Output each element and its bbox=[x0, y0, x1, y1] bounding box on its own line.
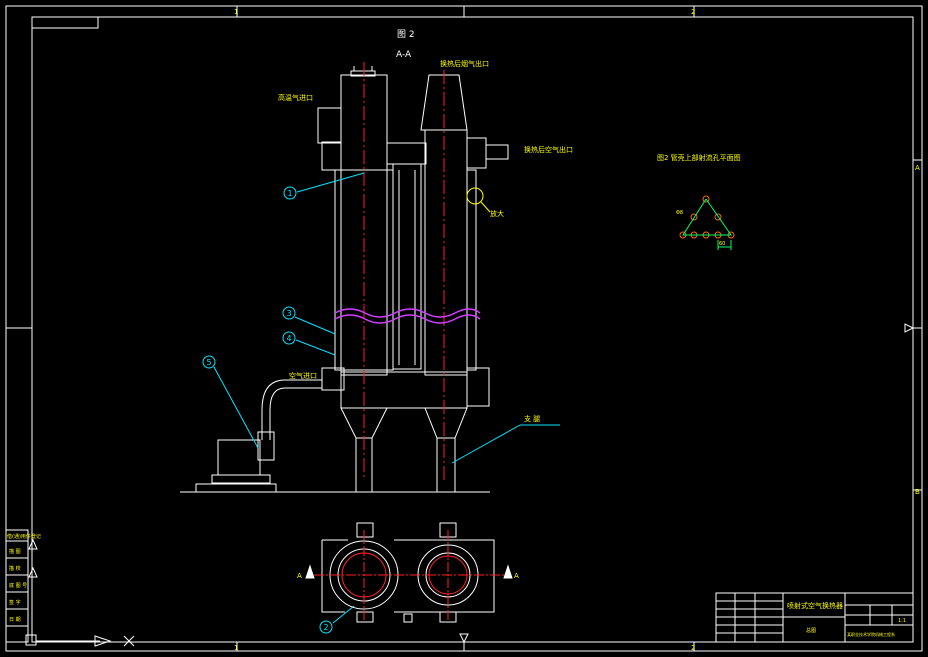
title-block-text: 喷射式空气换热器 总图 1:1 某职业技术学院机械工程系 bbox=[787, 601, 906, 637]
callout-num-3: 3 bbox=[286, 309, 291, 318]
middle-duct bbox=[392, 163, 422, 370]
callout-numbers: 1 2 3 4 5 bbox=[206, 189, 328, 632]
inner-border bbox=[31, 16, 914, 643]
top-left-code-box bbox=[31, 16, 99, 29]
view-headings: 图 2 A-A bbox=[396, 29, 415, 60]
reg-label-1: 描 图 bbox=[9, 548, 21, 555]
plan-dim-1: Φ8 bbox=[676, 210, 683, 216]
callout-3 bbox=[282, 306, 296, 320]
right-column-shell bbox=[424, 129, 468, 376]
plan-view bbox=[321, 522, 495, 623]
hot-gas-outlet-label: 换热后烟气出口 bbox=[440, 59, 489, 68]
callout-4 bbox=[282, 331, 296, 345]
figure-label: 图 2 bbox=[397, 29, 415, 40]
section-marks: A A bbox=[297, 572, 519, 580]
callout-1 bbox=[283, 186, 297, 200]
reg-label-3: 底 图 号 bbox=[9, 582, 27, 589]
center-lines bbox=[363, 62, 445, 480]
right-hopper bbox=[424, 407, 468, 439]
air-outlet-label: 换热后空气出口 bbox=[524, 145, 573, 154]
zone-top-1: 1 bbox=[234, 8, 238, 16]
zone-top-2: 2 bbox=[691, 8, 695, 16]
drawing-name: 喷射式空气换热器 bbox=[787, 601, 843, 610]
zone-bottom-1: 1 bbox=[234, 644, 238, 652]
annotations: 高温气进口 换热后烟气出口 换热后空气出口 空气进口 支 腿 放大 bbox=[278, 59, 573, 423]
callout-circles bbox=[202, 186, 333, 634]
zone-right-a: A bbox=[915, 164, 920, 172]
section-mark-left: A bbox=[297, 572, 302, 580]
motor-body bbox=[217, 439, 261, 476]
drawing-scale: 1:1 bbox=[898, 618, 906, 624]
title-block bbox=[715, 592, 914, 643]
zone-bottom-2: 2 bbox=[691, 644, 695, 652]
left-symbols bbox=[25, 538, 135, 647]
hot-gas-inlet-label: 高温气进口 bbox=[278, 93, 313, 102]
callout-5 bbox=[202, 355, 216, 369]
reg-label-0: 借(通)用件登记 bbox=[7, 533, 41, 540]
plan-title: 图2 管壳上部射流孔平面图 bbox=[657, 153, 741, 162]
callout-num-5: 5 bbox=[206, 358, 211, 367]
support-label: 支 腿 bbox=[524, 414, 540, 423]
leader-lines bbox=[213, 172, 560, 624]
main-elevation bbox=[180, 66, 509, 493]
jet-hole-dims bbox=[682, 198, 732, 250]
air-inlet-label: 空气进口 bbox=[289, 371, 317, 380]
left-registration-labels: 借(通)用件登记 描 图 描 校 底 图 号 签 字 日 期 bbox=[7, 533, 41, 623]
sheet-frame bbox=[5, 5, 923, 652]
zone-right-b: B bbox=[915, 488, 920, 496]
callout-num-4: 4 bbox=[286, 334, 291, 343]
reg-label-2: 描 校 bbox=[9, 565, 21, 572]
callout-num-1: 1 bbox=[287, 189, 292, 198]
plan-center-line bbox=[314, 530, 506, 620]
drawing-material: 总图 bbox=[806, 627, 816, 634]
section-label: A-A bbox=[396, 50, 412, 60]
zone-labels: 1 2 1 2 A B bbox=[234, 8, 920, 652]
jet-hole-pattern bbox=[679, 195, 735, 239]
right-leg bbox=[436, 437, 456, 493]
hot-gas-inlet-nozzle bbox=[317, 107, 342, 144]
blower-base bbox=[195, 483, 277, 493]
reg-label-4: 签 字 bbox=[9, 599, 21, 606]
air-inlet-box bbox=[321, 367, 345, 391]
detail-mark bbox=[466, 187, 491, 213]
upper-bridge bbox=[386, 142, 427, 165]
reg-label-5: 日 期 bbox=[9, 617, 21, 623]
air-outlet-nozzle bbox=[485, 144, 509, 160]
lower-manifold bbox=[340, 371, 468, 409]
section-arrows bbox=[305, 564, 513, 579]
callout-2 bbox=[319, 620, 333, 634]
break-wave bbox=[334, 308, 481, 324]
left-registration-column bbox=[5, 529, 29, 643]
detail-label: 放大 bbox=[490, 209, 504, 218]
jet-dim-labels: Φ8 60 bbox=[676, 210, 725, 247]
outer-border bbox=[5, 5, 923, 652]
plan-dim-2: 60 bbox=[719, 241, 725, 247]
school-name: 某职业技术学院机械工程系 bbox=[847, 631, 895, 637]
callout-num-2: 2 bbox=[323, 623, 328, 632]
section-mark-right: A bbox=[514, 572, 519, 580]
